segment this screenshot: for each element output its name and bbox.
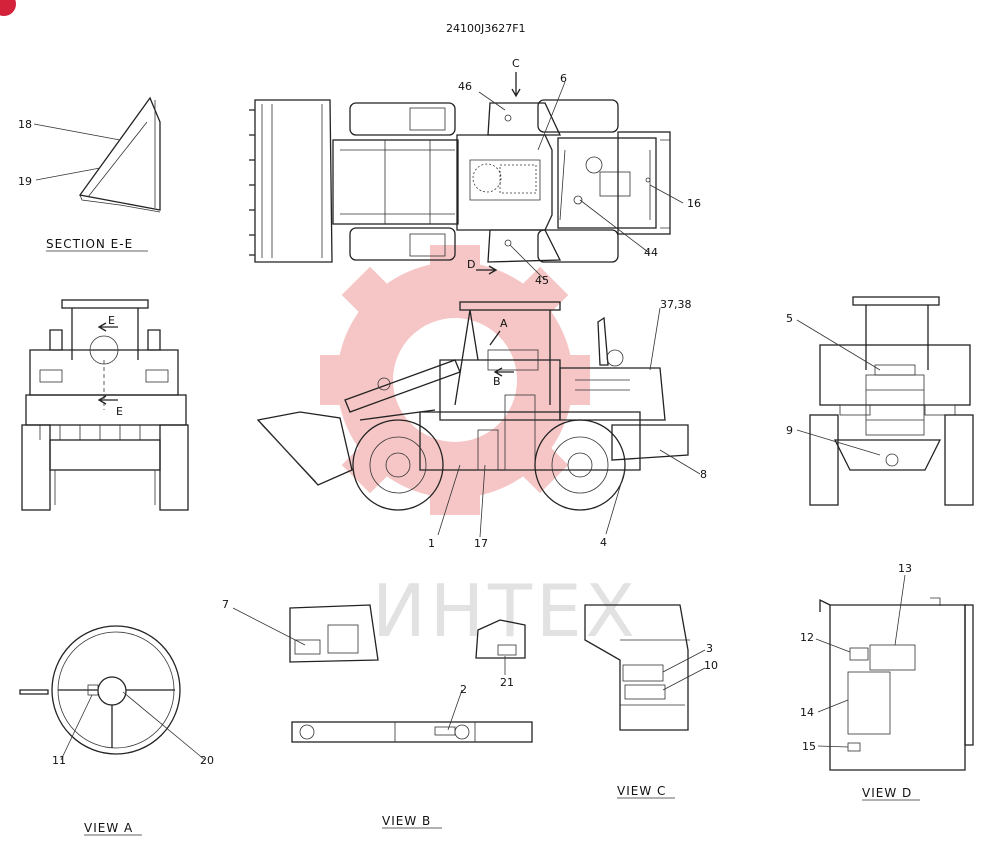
view-c-drawing (584, 604, 690, 731)
callout-14: 14 (800, 706, 814, 719)
page-badge (0, 0, 16, 16)
view-marker-b: B (493, 375, 501, 388)
view-marker-d: D (467, 258, 475, 271)
callout-20: 20 (200, 754, 214, 767)
callout-2: 2 (460, 683, 467, 696)
callout-9: 9 (786, 424, 793, 437)
view-marker-c: C (512, 57, 520, 70)
callout-12: 12 (800, 631, 814, 644)
callout-10: 10 (704, 659, 718, 672)
rear-view (809, 296, 974, 506)
front-view (21, 299, 189, 511)
view-marker-a: A (500, 317, 508, 330)
callout-46: 46 (458, 80, 472, 93)
callout-1: 1 (428, 537, 435, 550)
view-marker-e-top: E (108, 314, 115, 327)
callout-18: 18 (18, 118, 32, 131)
callout-6: 6 (560, 72, 567, 85)
section-ee-title: SECTION E-E (46, 237, 133, 251)
view-b-drawing (289, 604, 533, 743)
view-a-drawing (19, 625, 181, 755)
view-marker-e-bottom: E (116, 405, 123, 418)
callout-19: 19 (18, 175, 32, 188)
view-b-title: VIEW B (382, 814, 431, 828)
callout-16: 16 (687, 197, 701, 210)
callout-4: 4 (600, 536, 607, 549)
callout-labels: 18 19 46 6 16 44 45 37,38 5 9 8 4 1 17 7… (18, 72, 912, 767)
callout-7: 7 (222, 598, 229, 611)
leader-lines (33, 81, 906, 761)
view-c-title: VIEW C (617, 784, 666, 798)
callout-3: 3 (706, 642, 713, 655)
top-view (249, 99, 671, 263)
view-d-title: VIEW D (862, 786, 912, 800)
section-ee-drawing (78, 96, 161, 213)
callout-21: 21 (500, 676, 514, 689)
side-view (256, 301, 689, 511)
callout-44: 44 (644, 246, 658, 259)
callout-37-38: 37,38 (660, 298, 692, 311)
view-a-title: VIEW A (84, 821, 133, 835)
watermark-text: ИНТЕХ (372, 569, 639, 653)
callout-13: 13 (898, 562, 912, 575)
callout-15: 15 (802, 740, 816, 753)
drawing-number: 24100J3627F1 (446, 22, 526, 35)
callout-8: 8 (700, 468, 707, 481)
callout-11: 11 (52, 754, 66, 767)
callout-5: 5 (786, 312, 793, 325)
view-d-drawing (819, 597, 974, 771)
callout-45: 45 (535, 274, 549, 287)
callout-17: 17 (474, 537, 488, 550)
